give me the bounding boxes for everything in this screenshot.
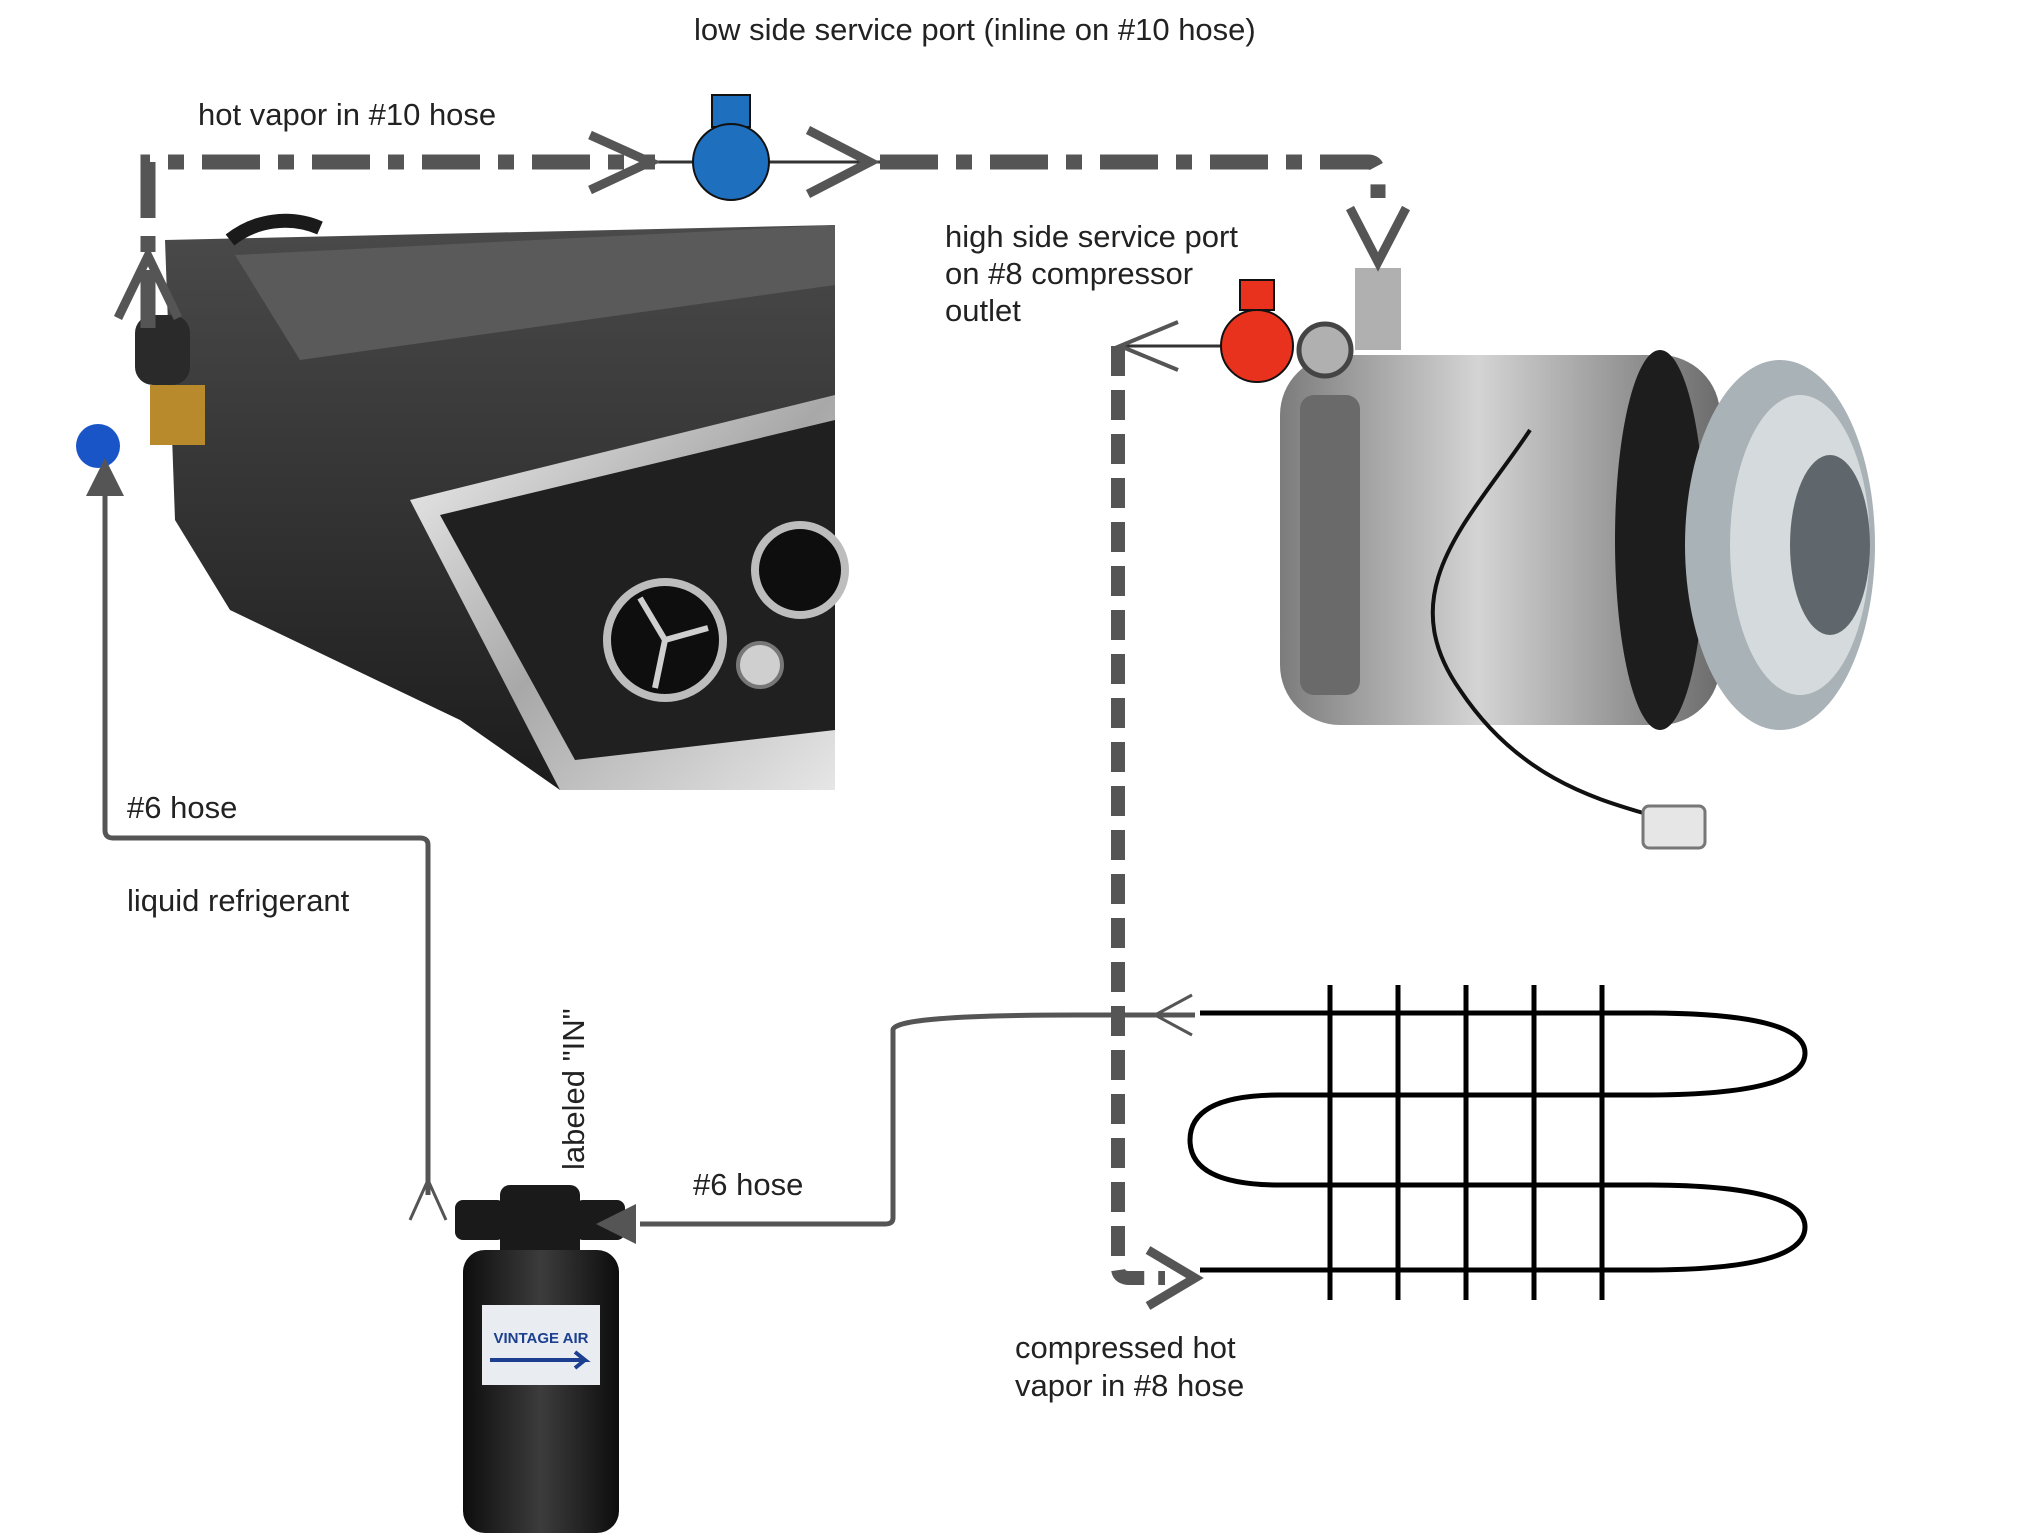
liquid-refrigerant-label: liquid refrigerant (127, 883, 350, 918)
flow-arrow-icon (596, 1204, 636, 1244)
drier-label (482, 1305, 600, 1385)
compressed-label-line1: compressed hot (1015, 1330, 1236, 1365)
flow-arrow-icon (408, 1176, 448, 1221)
compressed-label-line2: vapor in #8 hose (1015, 1368, 1244, 1403)
discharge-fitting-icon (1355, 268, 1401, 350)
flow-arrow-icon (1346, 205, 1410, 272)
flow-arrow-icon (86, 458, 124, 496)
high-side-port-label-line3: outlet (945, 293, 1021, 328)
compressor (1280, 268, 1875, 850)
suction-fitting-icon (1296, 321, 1354, 379)
vent-icon (751, 521, 849, 619)
liquid-6-hose-to-drier (596, 993, 1195, 1244)
flow-arrow-icon (1145, 1246, 1204, 1310)
low-port-gauge-icon (692, 123, 770, 201)
receiver-drier: VINTAGE AIR (455, 1185, 625, 1533)
hose6-evap-label: #6 hose (127, 790, 237, 825)
wire-connector-icon (1641, 804, 1707, 850)
high-side-port-label-line1: high side service port (945, 219, 1238, 254)
high-port-gauge-icon (1220, 309, 1294, 383)
high-side-port-label-line2: on #8 compressor (945, 256, 1193, 291)
flow-arrow-icon (1151, 993, 1193, 1037)
drier-brand-text: VINTAGE AIR (493, 1330, 588, 1347)
hot-vapor-label: hot vapor in #10 hose (198, 97, 496, 132)
flow-arrow-icon (805, 126, 880, 198)
flow-arrow-icon (588, 130, 661, 195)
fan-knob-icon (736, 641, 784, 689)
labeled-in-label: labeled "IN" (556, 1008, 591, 1170)
flow-arrow-icon (113, 245, 183, 320)
evaporator-unit (76, 213, 849, 790)
flow-arrow-icon (1114, 320, 1179, 372)
low-side-service-port (692, 94, 770, 201)
condenser-coil (1187, 985, 1808, 1300)
low-side-port-label: low side service port (inline on #10 hos… (694, 12, 1256, 47)
low-side-fitting-icon (76, 424, 120, 468)
hose6-drier-label: #6 hose (693, 1167, 803, 1202)
high-side-service-port (1220, 279, 1294, 383)
compressed-hot-vapor-8-hose (1111, 320, 1225, 1310)
liquid-6-hose-to-evaporator (86, 458, 448, 1221)
